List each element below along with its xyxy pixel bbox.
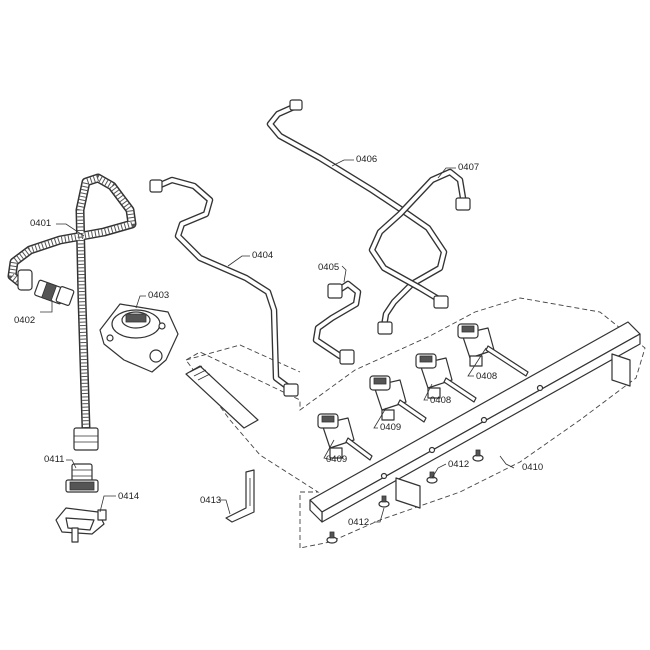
gas-tube-0404 bbox=[149, 176, 299, 397]
burner-valve-0408-lower bbox=[415, 353, 477, 403]
regulator-outlet-pipe bbox=[185, 365, 259, 429]
label-0411: 0411 bbox=[44, 454, 64, 465]
label-0407: 0407 bbox=[458, 162, 479, 173]
burner-valve-0409-upper bbox=[369, 375, 427, 423]
gas-manifold-0410 bbox=[309, 321, 641, 523]
leader-lines bbox=[40, 159, 515, 523]
manifold-assembly-outline bbox=[185, 297, 646, 549]
label-0406: 0406 bbox=[356, 154, 377, 165]
fitting-0402 bbox=[34, 279, 75, 306]
label-0403: 0403 bbox=[148, 290, 169, 301]
label-0410: 0410 bbox=[522, 462, 543, 473]
support-bracket-0413 bbox=[225, 469, 255, 523]
label-0409-lower: 0409 bbox=[326, 454, 347, 465]
gas-tube-0406 bbox=[266, 99, 448, 335]
screw-0412-right bbox=[472, 449, 484, 462]
pressure-regulator-0403 bbox=[99, 303, 179, 373]
label-0413: 0413 bbox=[200, 495, 221, 506]
label-0412-lower: 0412 bbox=[348, 517, 369, 528]
label-0408-upper: 0408 bbox=[476, 371, 497, 382]
screw-0412-left bbox=[378, 495, 390, 508]
label-0404: 0404 bbox=[252, 250, 273, 261]
regulator-inlet-outline bbox=[185, 344, 301, 373]
flexible-gas-hose-0401 bbox=[7, 173, 137, 451]
union-fitting-0411 bbox=[65, 463, 99, 493]
label-0401: 0401 bbox=[30, 218, 51, 229]
burner-valve-0409-lower bbox=[317, 413, 373, 461]
label-0408-lower: 0408 bbox=[430, 395, 451, 406]
label-0412-upper: 0412 bbox=[448, 459, 469, 470]
gas-tube-0407 bbox=[368, 168, 471, 309]
screw-0412-middle bbox=[426, 471, 438, 484]
label-0414: 0414 bbox=[118, 491, 139, 502]
mounting-bracket-0414 bbox=[55, 507, 107, 543]
gas-tube-0405 bbox=[312, 280, 362, 365]
label-0405: 0405 bbox=[318, 262, 339, 273]
label-0409-upper: 0409 bbox=[380, 422, 401, 433]
burner-valve-0408-upper bbox=[457, 323, 529, 377]
label-0402: 0402 bbox=[14, 315, 35, 326]
screw-0412-bottom bbox=[326, 531, 338, 544]
